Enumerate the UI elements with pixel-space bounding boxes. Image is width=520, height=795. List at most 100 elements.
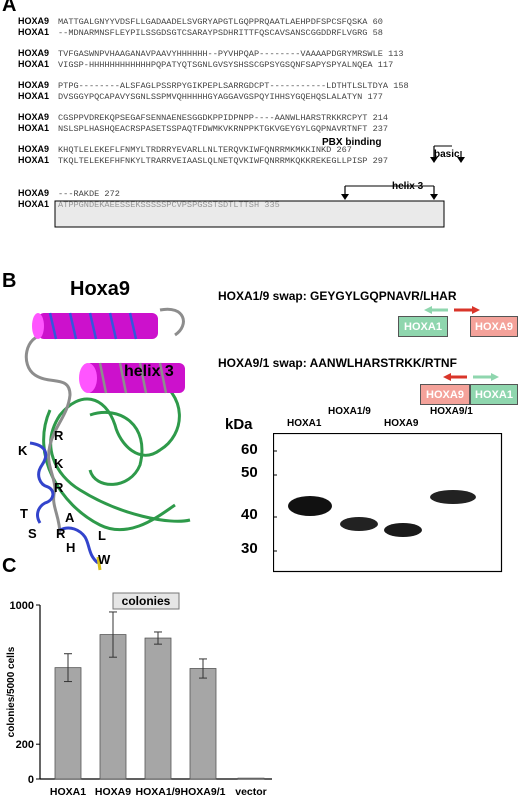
homeodomain-box bbox=[54, 200, 445, 228]
residue-r2: R bbox=[54, 480, 64, 495]
sequence-text: CGSPPVDREKQPSEGAFSENNAENESGGDKPPIDPNPP--… bbox=[58, 113, 368, 123]
residue-r3: R bbox=[56, 526, 66, 541]
gray-loop bbox=[24, 333, 72, 536]
y-axis-label: colonies/5000 cells bbox=[6, 646, 17, 737]
helix-1 bbox=[32, 312, 158, 340]
protein-structure bbox=[24, 307, 191, 571]
sequence-position: 214 bbox=[367, 113, 389, 123]
swap-hoxa1-9-title: HOXA1/9 swap: GEYGYLGQPNAVR/LHAR bbox=[218, 289, 457, 303]
panel-b-letter: B bbox=[2, 270, 17, 292]
residue-r1: R bbox=[54, 428, 64, 443]
residue-w: W bbox=[98, 552, 111, 567]
chart-title: colonies bbox=[122, 594, 171, 608]
sequence-position: 58 bbox=[367, 28, 383, 38]
band-hoxa1-9 bbox=[340, 517, 378, 531]
hoxa9-structure-title: Hoxa9 bbox=[70, 278, 131, 300]
sequence-position: 267 bbox=[331, 145, 352, 155]
sequence-position: 117 bbox=[372, 60, 394, 70]
swap2-hoxa9-box: HOXA9 bbox=[420, 384, 470, 405]
sequence-text: VIGSP-HHHHHHHHHHHHPQPATYQTSGNLGVSYSHSSCG… bbox=[58, 60, 373, 70]
alignment-line: HOXA1 VIGSP-HHHHHHHHHHHHPQPATYQTSGNLGVSYS… bbox=[18, 59, 404, 70]
residue-l: L bbox=[98, 528, 106, 543]
sequence-name: HOXA9 bbox=[18, 48, 50, 58]
sequence-name: HOXA9 bbox=[18, 112, 50, 122]
residue-s: S bbox=[28, 526, 37, 541]
sequence-position: 113 bbox=[382, 49, 404, 59]
basic-arrow-head bbox=[457, 157, 465, 163]
bar bbox=[237, 777, 265, 780]
swap-hoxa9-1-title: HOXA9/1 swap: AANWLHARSTRKK/RTNF bbox=[218, 356, 457, 370]
alignment-annotations bbox=[54, 145, 465, 228]
bar bbox=[99, 634, 127, 780]
x-category-label: HOXA1/9 bbox=[136, 786, 181, 795]
lane-label-hoxa9-1: HOXA9/1 bbox=[430, 406, 473, 417]
lane-label-hoxa1-9: HOXA1/9 bbox=[328, 406, 371, 417]
sequence-name: HOXA1 bbox=[18, 59, 50, 69]
x-category-label: HOXA9 bbox=[95, 786, 131, 795]
residue-t: T bbox=[20, 506, 28, 521]
sequence-text: TVFGASWNPVHAAGANAVPAAVYHHHHHH--PYVHPQAP-… bbox=[58, 49, 383, 59]
sequence-name: HOXA1 bbox=[18, 123, 50, 133]
sequence-position: 272 bbox=[99, 189, 120, 199]
green-coil-2 bbox=[42, 409, 176, 532]
lane-label-hoxa9: HOXA9 bbox=[384, 418, 419, 429]
y-tick-label: 1000 bbox=[10, 600, 34, 612]
hexapeptide-linker bbox=[59, 526, 100, 565]
swap-1-arrows bbox=[424, 306, 480, 314]
alignment-line: HOXA9 TVFGASWNPVHAAGANAVPAAVYHHHHHH--PYVH… bbox=[18, 48, 404, 59]
basic-label: basic bbox=[434, 149, 460, 160]
alignment-line: HOXA1 --MDNARMNSFLEYPILSSGDSGTCSARAYPSDHR… bbox=[18, 27, 383, 38]
sequence-name: HOXA1 bbox=[18, 155, 50, 165]
y-tick-label: 200 bbox=[16, 739, 34, 751]
alignment-line: HOXA1 DVSGGYPQCAPAVYSGNLSSPMVQHHHHHGYAGGA… bbox=[18, 91, 409, 102]
sequence-name: HOXA1 bbox=[18, 91, 50, 101]
panel-a-letter: A bbox=[2, 0, 17, 16]
n-terminal-arm bbox=[29, 441, 55, 524]
helix-3 bbox=[79, 362, 185, 394]
sequence-text: DVSGGYPQCAPAVYSGNLSSPMVQHHHHHGYAGGAVGSPQ… bbox=[58, 92, 363, 102]
swap1-hoxa1-box: HOXA1 bbox=[398, 316, 448, 337]
y-tick-label: 0 bbox=[28, 774, 34, 786]
residue-a: A bbox=[65, 510, 75, 525]
alignment-line: HOXA9 CGSPPVDREKQPSEGAFSENNAENESGGDKPPIDP… bbox=[18, 112, 388, 123]
sequence-text: ---RAKDE bbox=[58, 189, 100, 199]
sequence-text: KHQTLELEKEFLFNMYLTRDRRYEVARLLNLTERQVKIWF… bbox=[58, 145, 332, 155]
marker-30: 30 bbox=[241, 540, 258, 557]
bar bbox=[189, 668, 217, 780]
green-coil-1 bbox=[49, 373, 191, 523]
x-category-label: vector bbox=[235, 786, 267, 795]
sequence-name: HOXA9 bbox=[18, 80, 50, 90]
sequence-name: HOXA9 bbox=[18, 188, 50, 198]
sequence-name: HOXA9 bbox=[18, 144, 50, 154]
pbx-arrow-head bbox=[430, 157, 438, 163]
residue-k1: K bbox=[18, 443, 28, 458]
kda-label: kDa bbox=[225, 416, 253, 433]
chart-title-box bbox=[112, 592, 180, 610]
w-residue bbox=[96, 556, 102, 571]
swap-2-arrows bbox=[443, 373, 499, 381]
sequence-text: --MDNARMNSFLEYPILSSGDSGTCSARAYPSDHRITTFQ… bbox=[58, 28, 368, 38]
bar bbox=[144, 637, 172, 780]
alignment-block: HOXA9 CGSPPVDREKQPSEGAFSENNAENESGGDKPPIDP… bbox=[18, 112, 388, 134]
sequence-name: HOXA1 bbox=[18, 27, 50, 37]
colony-bar-chart: 0 200 1000 colonies colonies/5000 cellsHOXA1… bbox=[6, 592, 272, 795]
western-blot bbox=[273, 433, 503, 573]
bar bbox=[54, 667, 82, 780]
panel-c-letter: C bbox=[2, 555, 17, 577]
swap2-hoxa1-box: HOXA1 bbox=[470, 384, 518, 405]
alignment-block: HOXA9 TVFGASWNPVHAAGANAVPAAVYHHHHHH--PYVH… bbox=[18, 48, 404, 70]
pbx-binding-label: PBX binding bbox=[322, 137, 382, 148]
x-category-label: HOXA9/1 bbox=[181, 786, 226, 795]
alignment-line: HOXA9 KHQTLELEKEFLFNMYLTRDRRYEVARLLNLTERQ… bbox=[18, 144, 388, 155]
sequence-position: 60 bbox=[367, 17, 383, 27]
marker-60: 60 bbox=[241, 441, 258, 458]
sequence-name: HOXA9 bbox=[18, 16, 50, 26]
band-hoxa9 bbox=[384, 523, 422, 537]
marker-50: 50 bbox=[241, 464, 258, 481]
alignment-line: HOXA9 ---RAKDE 272 bbox=[18, 188, 280, 199]
